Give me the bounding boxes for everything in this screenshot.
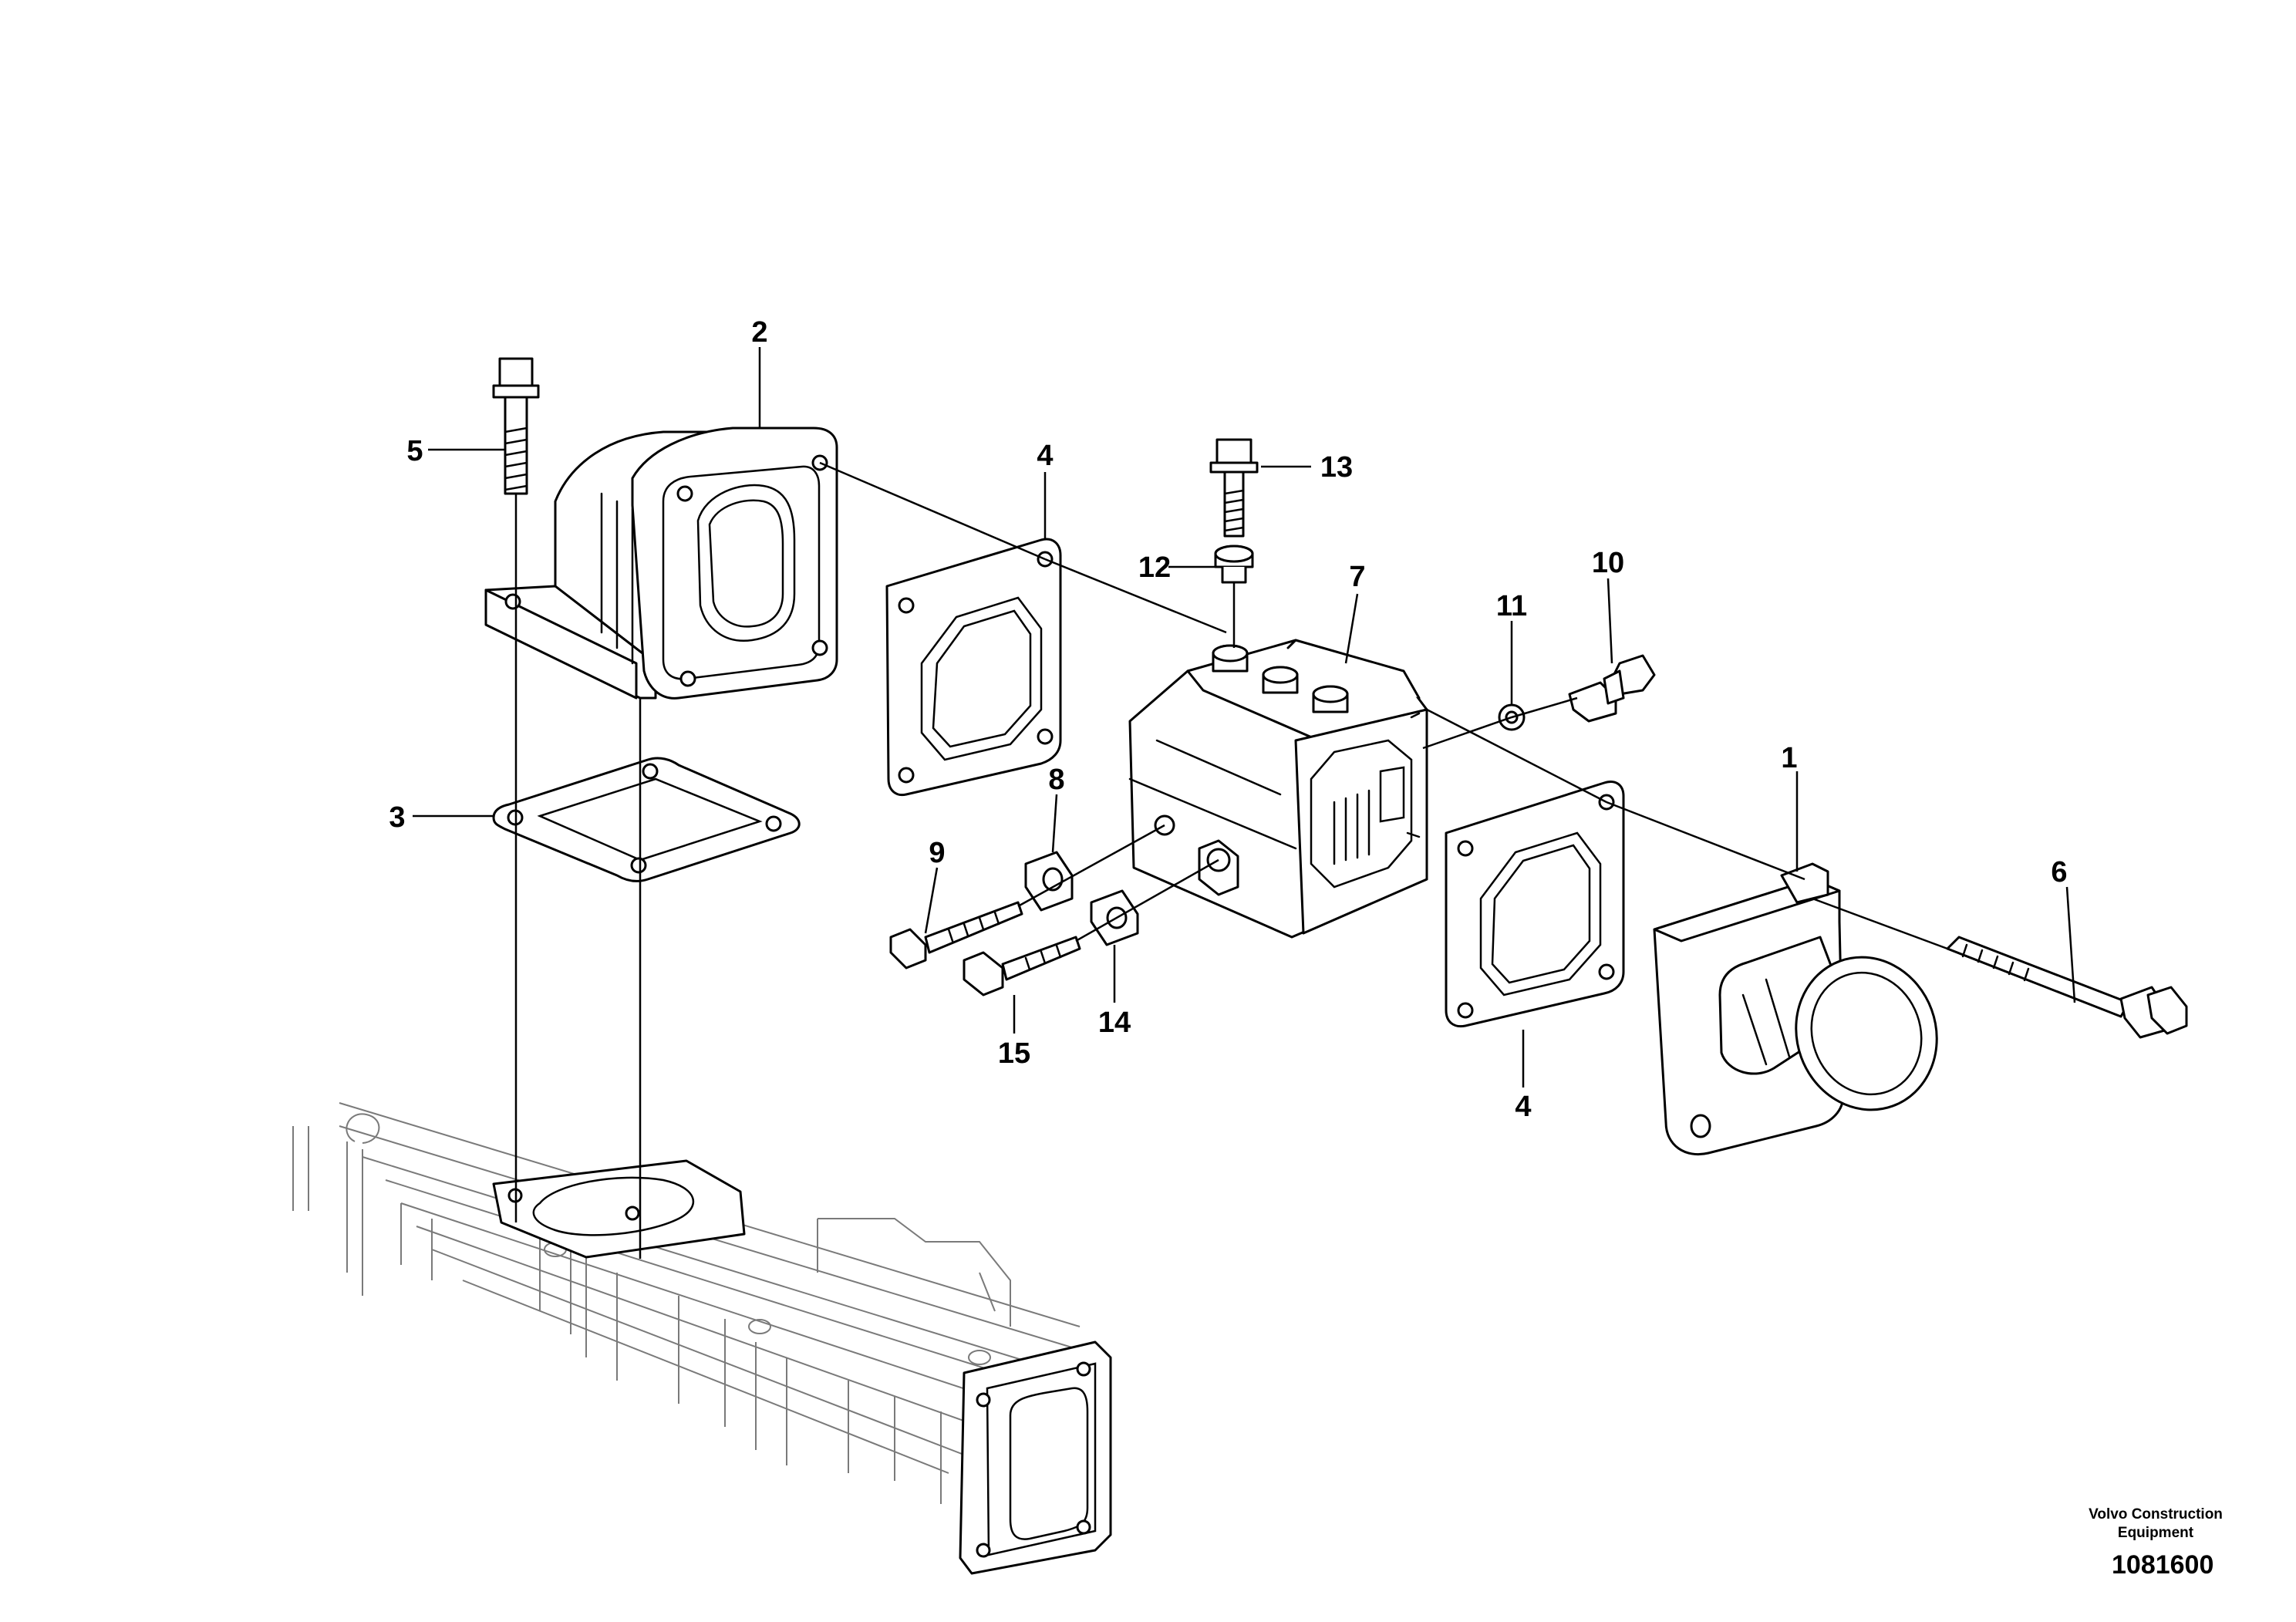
callout-6: 6 xyxy=(2051,856,2067,889)
callout-10: 10 xyxy=(1592,547,1624,579)
brand-line-1: Volvo Construction xyxy=(2089,1506,2223,1523)
part-3-gasket xyxy=(492,757,801,882)
callout-7: 7 xyxy=(1349,561,1365,593)
part-12-spacer xyxy=(1214,545,1254,584)
part-4-gasket-left xyxy=(885,538,1062,797)
callout-9: 9 xyxy=(929,837,945,869)
part-9-stud xyxy=(889,901,1023,969)
callout-leaders xyxy=(413,347,2076,1088)
part-2-elbow-housing xyxy=(484,427,838,700)
part-10-plug xyxy=(1568,654,1656,723)
part-7-heater-body xyxy=(1128,639,1428,939)
part-4-gasket-right xyxy=(1445,781,1625,1028)
document-number: 1081600 xyxy=(2112,1550,2214,1580)
part-14-bushing xyxy=(1090,889,1139,946)
callout-12: 12 xyxy=(1138,551,1171,584)
callout-11: 11 xyxy=(1496,590,1527,622)
callout-1: 1 xyxy=(1781,742,1797,774)
callout-3: 3 xyxy=(389,801,405,834)
brand-line-2: Equipment xyxy=(2117,1525,2194,1541)
callout-labels: 1 2 3 4 4 5 6 7 8 9 10 11 12 13 14 15 xyxy=(389,316,2067,1123)
callout-8: 8 xyxy=(1048,764,1064,796)
callout-5: 5 xyxy=(406,435,423,467)
part-5-bolt xyxy=(492,357,540,495)
engine-manifold-background xyxy=(292,1102,1112,1575)
callout-15: 15 xyxy=(998,1037,1030,1070)
assembly-lines xyxy=(514,461,1948,1259)
callout-2: 2 xyxy=(751,316,767,349)
part-13-bolt xyxy=(1209,438,1259,538)
part-15-bolt xyxy=(963,936,1081,996)
callout-14: 14 xyxy=(1098,1007,1131,1039)
callout-4-left: 4 xyxy=(1037,440,1053,472)
brand-label: Volvo Construction Equipment xyxy=(2075,1506,2237,1543)
part-1-outlet-connection xyxy=(1653,862,1938,1155)
callout-4-right: 4 xyxy=(1515,1091,1531,1123)
callout-13: 13 xyxy=(1320,451,1353,484)
part-6-long-bolt xyxy=(1946,936,2188,1039)
